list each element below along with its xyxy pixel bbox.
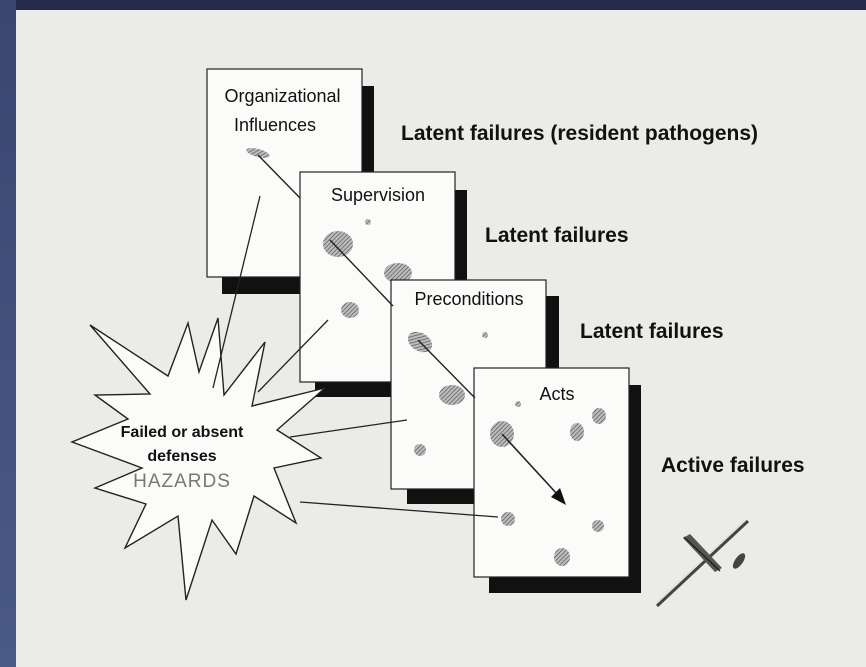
airplane-fuselage-highlight [654,518,747,605]
hole [501,512,515,526]
side-label-supervision: Latent failures [485,224,629,247]
burst-line-2: defenses [147,448,216,465]
hole [384,263,412,283]
layer-label-line-2: Influences [234,115,316,135]
crashing-airplane-icon [654,518,750,608]
connector-line [212,195,261,389]
trajectory-line [329,239,394,307]
side-label-preconditions: Latent failures [580,320,724,343]
connector-line [257,319,329,393]
layer-label-supervision: Supervision [331,185,425,205]
frame-left-strip [0,0,16,667]
connector-line [289,419,408,438]
arrowhead-icon [551,488,566,505]
hole [439,385,465,405]
hole [341,302,359,318]
layer-label-acts: Acts [539,384,574,404]
hole [592,520,604,532]
hole [414,444,426,456]
layer-card-acts: Acts [473,367,641,593]
accident-trajectory [257,154,566,505]
hole [365,219,371,225]
hole [482,332,488,338]
hole [570,423,584,441]
burst-line-1: Failed or absent [121,424,244,441]
trajectory-arrow-shaft [501,433,559,496]
side-label-organizational: Latent failures (resident pathogens) [401,122,758,145]
hole [323,231,353,257]
burst-connectors [212,195,499,518]
side-label-acts: Active failures [661,454,805,477]
airplane-engine [732,553,746,569]
airplane-fuselage [655,519,750,608]
hole [592,408,606,424]
card-face [473,367,630,578]
trajectory-line [417,339,476,399]
connector-line [299,501,499,518]
hole [515,401,521,407]
airplane-wing-edge [683,536,721,572]
layer-label-preconditions: Preconditions [414,289,523,309]
burst-hazards-label: HAZARDS [133,471,231,492]
hazards-burst: Failed or absent defenses HAZARDS [70,317,326,601]
hole [246,148,270,158]
trajectory-line [257,154,301,199]
burst-shape [70,317,326,601]
hole [554,548,570,566]
layer-label-organizational: Organizational Influences [224,86,345,135]
airplane-wing [683,534,722,572]
layer-label-line-1: Organizational [224,86,340,106]
